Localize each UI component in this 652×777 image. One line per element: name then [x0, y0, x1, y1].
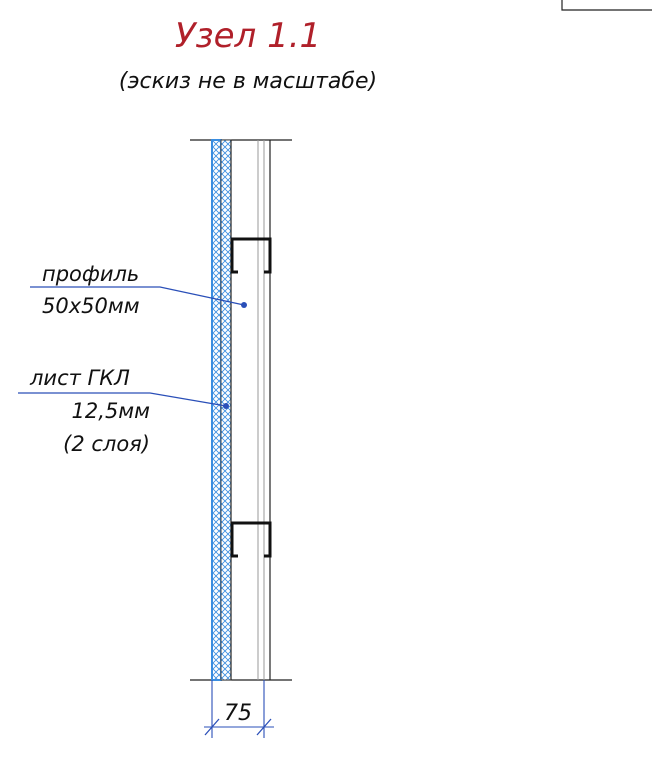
- callout-profile-size: 50x50мм: [42, 294, 140, 318]
- callout-gkl-name: лист ГКЛ: [29, 366, 130, 390]
- profile-lower: [230, 521, 272, 558]
- leader-line-gkl: [18, 392, 227, 407]
- wall-section: [190, 139, 292, 681]
- detail-subtitle: (эскиз не в масштабе): [119, 69, 377, 94]
- callout-gkl-thickness: 12,5мм: [72, 399, 151, 423]
- callout-gkl-layers: (2 слоя): [63, 432, 150, 456]
- leader-dot-profile: [241, 302, 247, 308]
- gkl-board-layer-1: [211, 139, 222, 681]
- leader-line-profile: [30, 286, 245, 306]
- dimension-tick-right: [256, 718, 272, 736]
- callout-profile: профиль 50x50мм: [30, 262, 247, 318]
- detail-title: Узел 1.1: [175, 16, 321, 56]
- dimension-width: 75: [204, 680, 274, 738]
- dimension-value: 75: [224, 701, 252, 726]
- profile-upper: [230, 237, 272, 274]
- dimension-tick-left: [204, 718, 220, 736]
- callout-profile-name: профиль: [42, 262, 139, 286]
- callout-gkl: лист ГКЛ 12,5мм (2 слоя): [18, 366, 229, 456]
- gkl-board-layer-2: [220, 139, 232, 681]
- leader-dot-gkl: [223, 403, 229, 409]
- stamp-frame-corner: [561, 0, 652, 11]
